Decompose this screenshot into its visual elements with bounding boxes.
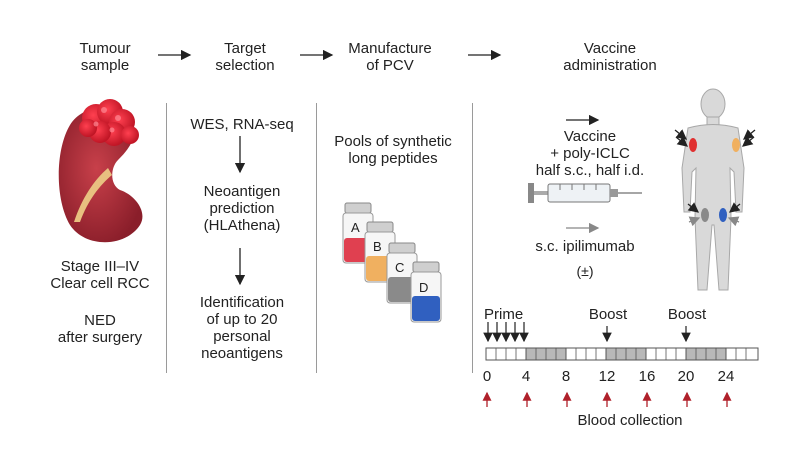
ipilimumab-label: s.c. ipilimumab <box>535 238 635 255</box>
prime-label: Prime <box>484 306 524 323</box>
week-tick-label: 16 <box>638 368 656 385</box>
neoantigen-identification-label: Identification of up to 20 personal neoa… <box>199 294 285 362</box>
week-tick-label: 0 <box>482 368 492 385</box>
human-figure <box>681 88 745 291</box>
ned-label: NED after surgery <box>57 312 143 346</box>
step-manufacture: Manufacture of PCV <box>348 40 432 74</box>
step-target-selection: Target selection <box>215 40 275 74</box>
injection-sites <box>689 138 740 222</box>
vial-label: B <box>373 239 382 254</box>
divider-3 <box>472 103 473 373</box>
divider-1 <box>166 103 167 373</box>
vial-d <box>410 261 442 323</box>
step-tumour-sample: Tumour sample <box>79 40 131 74</box>
timeline-week-dividers <box>495 348 747 360</box>
week-tick-label: 8 <box>561 368 571 385</box>
blood-collection-arrows <box>482 391 732 407</box>
boost-label-1: Boost <box>588 306 628 323</box>
pools-label: Pools of synthetic long peptides <box>334 133 452 167</box>
timeline-bar <box>485 347 759 361</box>
prime-dose-arrows <box>483 322 529 343</box>
injection-arrows <box>674 129 756 227</box>
vial-label: C <box>395 260 404 275</box>
week-tick-label: 4 <box>521 368 531 385</box>
divider-2 <box>316 103 317 373</box>
tumour-stage-label: Stage III–IV Clear cell RCC <box>50 258 150 292</box>
boost-label-2: Boost <box>667 306 707 323</box>
optional-label: (±) <box>576 263 594 279</box>
step-vaccine-administration: Vaccine administration <box>563 40 657 74</box>
vaccine-label: Vaccine + poly-ICLC half s.c., half i.d. <box>535 128 645 179</box>
syringe-illustration <box>528 183 642 203</box>
vial-c <box>386 242 418 304</box>
wes-rnaseq-label: WES, RNA-seq <box>190 116 294 133</box>
week-tick-label: 20 <box>677 368 695 385</box>
vial-label: A <box>351 220 360 235</box>
neoantigen-prediction-label: Neoantigen prediction (HLAthena) <box>203 183 281 234</box>
week-tick-label: 12 <box>598 368 616 385</box>
blood-collection-label: Blood collection <box>577 412 683 429</box>
week-tick-label: 24 <box>717 368 735 385</box>
vial-label: D <box>419 280 428 295</box>
kidney-illustration <box>58 99 143 243</box>
